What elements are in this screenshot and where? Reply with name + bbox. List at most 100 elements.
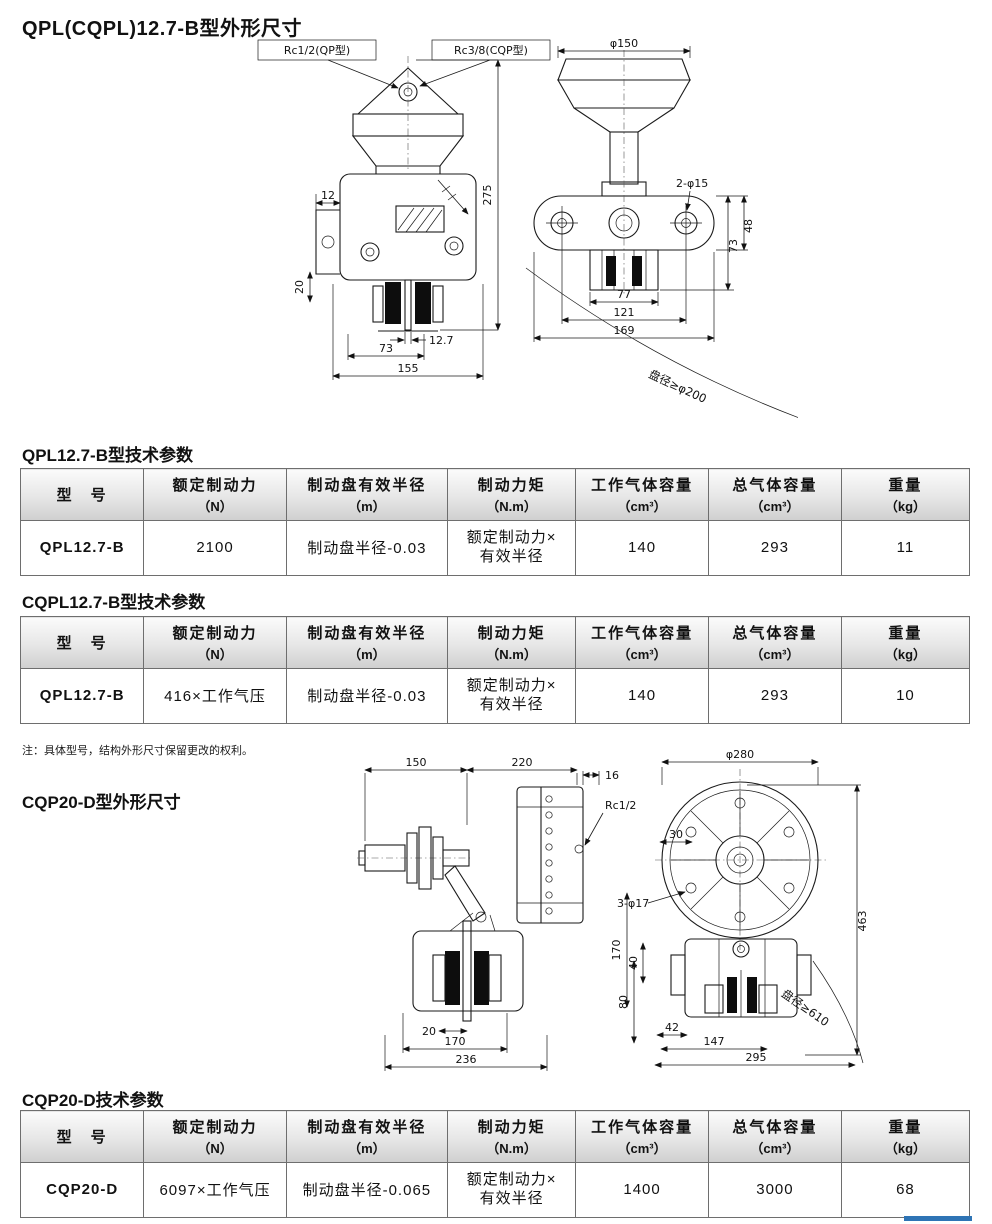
dim-73-front: 73	[379, 342, 393, 355]
cell-torque: 额定制动力× 有效半径	[447, 668, 577, 724]
dim-30: 30	[669, 828, 683, 841]
dim-disc-diameter: 盘径≥φ200	[647, 367, 709, 406]
cell-torque: 额定制动力× 有效半径	[447, 520, 577, 576]
cqp20-side-view	[357, 786, 584, 1022]
table-row: QPL12.7-B 2100 制动盘半径-0.03 额定制动力× 有效半径 14…	[19, 520, 971, 576]
dim-80: 80	[617, 995, 630, 1009]
dim-295: 295	[746, 1051, 767, 1064]
header-line: 工作气体容量	[591, 477, 694, 494]
header-row: 型 号 额定制动力（N） 制动盘有效半径 （m） 制动力矩 （N.m） 工作气体容量…	[19, 1110, 971, 1163]
col-header-rated-force: 额定制动力（N）	[143, 1110, 287, 1163]
label-rc-cqp: Rc3/8(CQP型)	[454, 43, 528, 57]
header-line: 重量	[888, 1119, 923, 1136]
dim-77: 77	[617, 288, 631, 301]
section-title-cqpl-params: CQPL12.7-B型技术参数	[22, 593, 206, 612]
dim-121: 121	[614, 306, 635, 319]
col-header-torque: 制动力矩 （N.m）	[447, 1110, 577, 1163]
header-unit: （cm³）	[617, 647, 667, 662]
table-row: CQP20-D 6097×工作气压 制动盘半径-0.065 额定制动力× 有效半…	[19, 1162, 971, 1218]
header-line: 型 号	[56, 634, 108, 652]
header-unit: （m）	[348, 499, 386, 514]
cell-effective-radius: 制动盘半径-0.03	[285, 520, 449, 576]
cell-effective-radius: 制动盘半径-0.03	[285, 668, 449, 724]
col-header-working-volume: 工作气体容量 （cm³）	[575, 468, 709, 521]
dim-2phi15: 2-φ15	[676, 177, 708, 190]
header-unit: （cm³）	[750, 1141, 800, 1156]
dim-rc12: Rc1/2	[605, 799, 636, 812]
cqp20-dimension-drawing: 150 220 16 Rc1/2 20 170 236	[357, 748, 869, 1071]
dim-40: 40	[627, 956, 640, 970]
qpl-front-dimensions: 275 12 20 12.7 73 155 Rc1/2(QP型) Rc3/8(C…	[257, 39, 551, 380]
col-header-effective-radius: 制动盘有效半径 （m）	[285, 1110, 449, 1163]
header-unit: （N.m）	[486, 499, 537, 514]
header-unit: （N）	[197, 1141, 233, 1156]
col-header-torque: 制动力矩 （N.m）	[447, 468, 577, 521]
cell-rated-force: 416×工作气压	[143, 668, 287, 724]
header-line: 总气体容量	[732, 1119, 818, 1136]
cell-rated-force: 2100	[143, 520, 287, 576]
footnote: 注：具体型号，结构外形尺寸保留更改的权利。	[22, 745, 253, 757]
col-header-torque: 制动力矩（N.m）	[447, 616, 577, 669]
header-line: 制动盘有效半径	[307, 1119, 427, 1136]
dim-16: 16	[605, 769, 619, 782]
page-accent-bar	[904, 1216, 972, 1221]
col-header-total-volume: 总气体容量 （cm³）	[708, 1110, 842, 1163]
header-unit: （cm³）	[617, 499, 667, 514]
header-unit: （kg）	[884, 1141, 927, 1156]
section-title-qpl-params: QPL12.7-B型技术参数	[22, 446, 193, 465]
cell-total-volume: 3000	[708, 1162, 842, 1218]
dim-169: 169	[614, 324, 635, 337]
col-header-rated-force: 额定制动力（N）	[143, 468, 287, 521]
cell-total-volume: 293	[708, 520, 842, 576]
cqp20-front-view	[655, 769, 864, 1064]
header-line: 制动盘有效半径	[307, 477, 427, 494]
section-title-cqp20-params: CQP20-D技术参数	[22, 1091, 164, 1110]
dim-3phi17: 3-φ17	[617, 897, 649, 910]
cell-weight: 68	[840, 1162, 971, 1218]
dim-20: 20	[422, 1025, 436, 1038]
cell-working-volume: 1400	[575, 1162, 709, 1218]
header-row: 型 号 额定制动力（N） 制动盘有效半径（m） 制动力矩（N.m） 工作气体容量…	[19, 616, 971, 669]
dim-220: 220	[512, 756, 533, 769]
cell-torque: 额定制动力× 有效半径	[447, 1162, 577, 1218]
section-title-cqp20-outline: CQP20-D型外形尺寸	[22, 793, 181, 812]
header-unit: （m）	[348, 647, 386, 662]
col-header-total-volume: 总气体容量（cm³）	[708, 468, 842, 521]
header-unit: （N）	[197, 499, 233, 514]
cell-weight: 10	[840, 668, 971, 724]
header-line: 重量	[888, 477, 923, 494]
header-unit: （N.m）	[486, 647, 537, 662]
header-line: 重量	[888, 625, 923, 642]
header-line: 型 号	[56, 1128, 108, 1146]
cell-working-volume: 140	[575, 520, 709, 576]
dim-48: 48	[742, 219, 755, 233]
col-header-model: 型 号	[19, 468, 145, 521]
header-unit: （kg）	[884, 499, 927, 514]
cell-total-volume: 293	[708, 668, 842, 724]
col-header-working-volume: 工作气体容量（cm³）	[575, 1110, 709, 1163]
dim-155: 155	[398, 362, 419, 375]
header-unit: （m）	[348, 1141, 386, 1156]
header-line: 总气体容量	[732, 477, 818, 494]
col-header-weight: 重量 （kg）	[840, 1110, 971, 1163]
dim-236: 236	[456, 1053, 477, 1066]
cqp20-params-table: 型 号 额定制动力（N） 制动盘有效半径 （m） 制动力矩 （N.m） 工作气体容量…	[19, 1110, 971, 1218]
qpl-dimension-drawing: 275 12 20 12.7 73 155 Rc1/2(QP型) Rc3/8(C…	[257, 37, 798, 418]
col-header-weight: 重量 （kg）	[840, 468, 971, 521]
col-header-working-volume: 工作气体容量 （cm³）	[575, 616, 709, 669]
cell-working-volume: 140	[575, 668, 709, 724]
col-header-effective-radius: 制动盘有效半径（m）	[285, 616, 449, 669]
header-line: 工作气体容量	[591, 625, 694, 642]
dim-463: 463	[856, 911, 869, 932]
cell-weight: 11	[840, 520, 971, 576]
header-line: 工作气体容量	[591, 1119, 694, 1136]
header-line: 制动力矩	[477, 477, 546, 494]
dim-147: 147	[704, 1035, 725, 1048]
col-header-model: 型 号	[19, 616, 145, 669]
table-row: QPL12.7-B 416×工作气压 制动盘半径-0.03 额定制动力× 有效半…	[19, 668, 971, 724]
cell-rated-force: 6097×工作气压	[143, 1162, 287, 1218]
page-title: QPL(CQPL)12.7-B型外形尺寸	[22, 18, 303, 40]
header-line: 制动力矩	[477, 1119, 546, 1136]
header-unit: （N.m）	[486, 1141, 537, 1156]
